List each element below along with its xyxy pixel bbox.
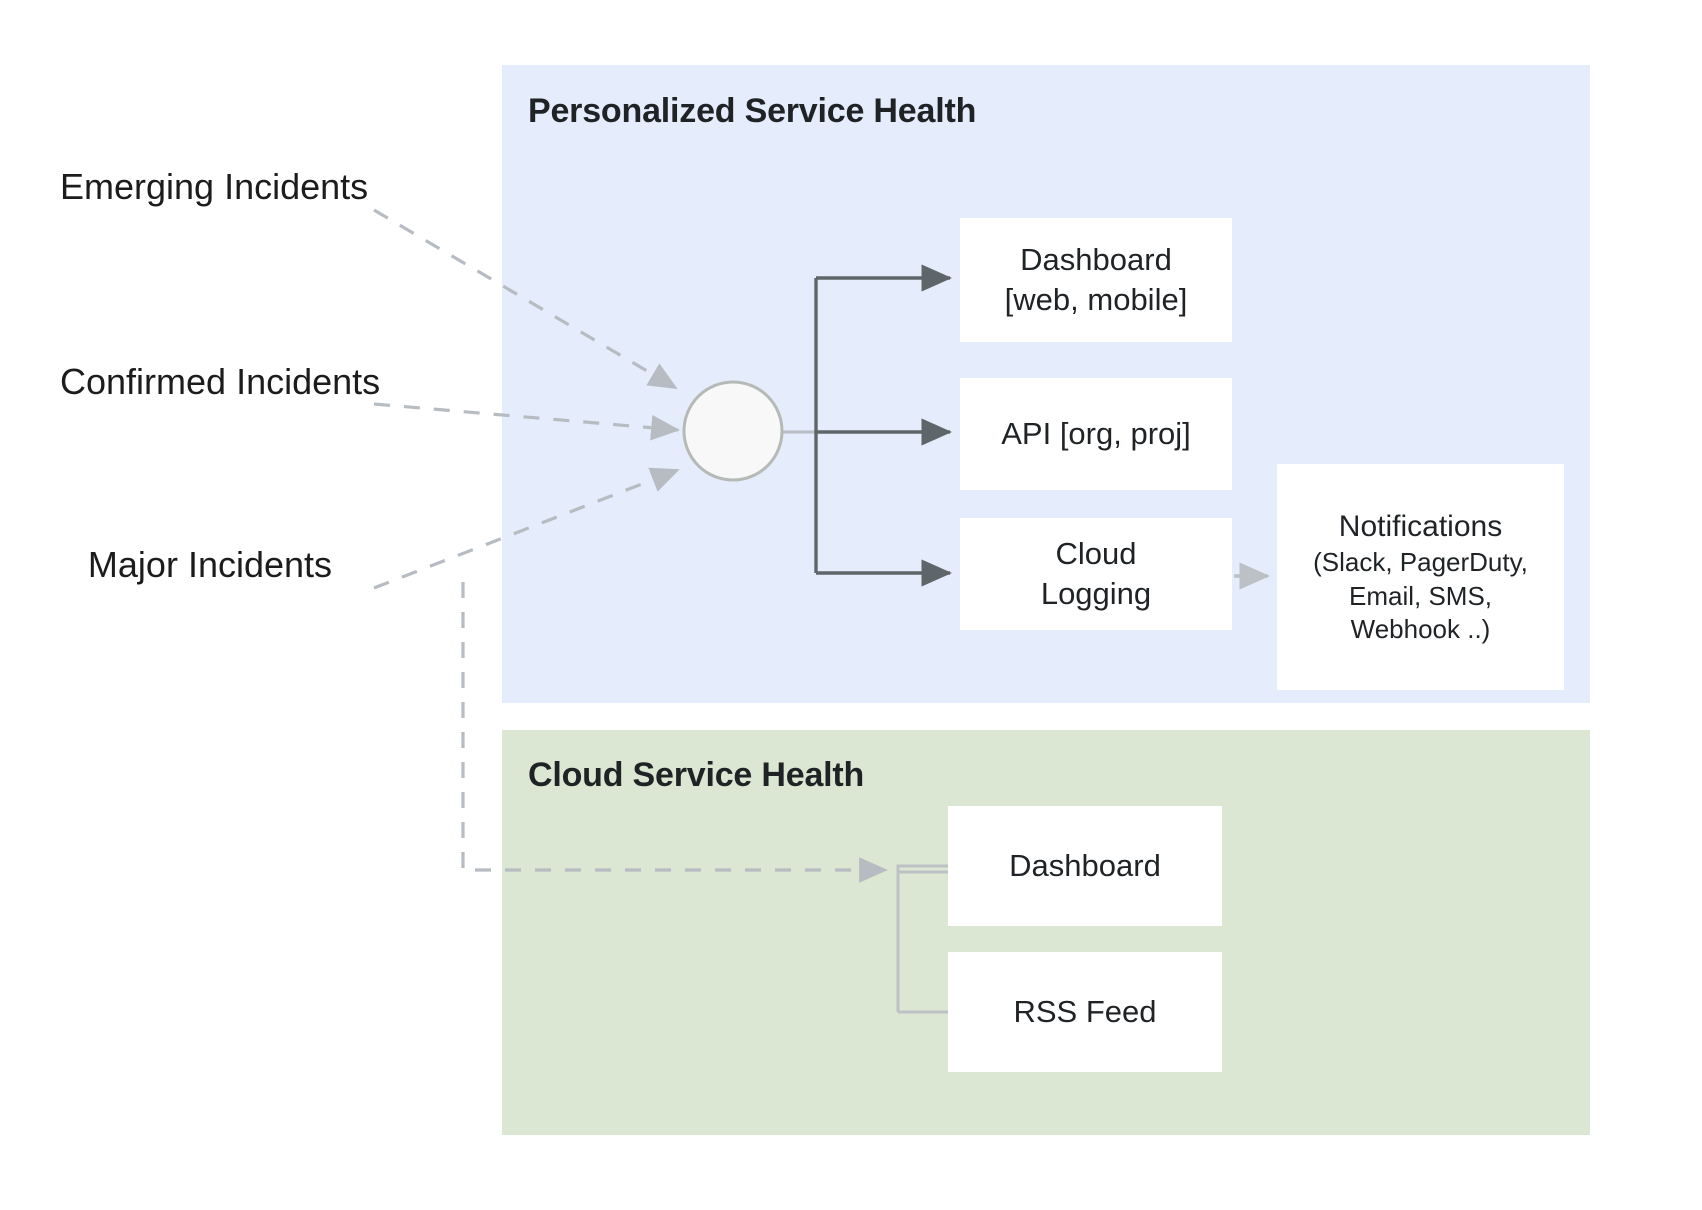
node-rss-feed[interactable]: RSS Feed [948,952,1222,1072]
input-label-emerging-line1: Emerging [60,166,215,207]
node-rss-feed-label: RSS Feed [1013,993,1157,1029]
input-label-confirmed-line2: Incidents [236,361,381,402]
panel-title-cloud: Cloud Service Health [528,756,865,794]
node-api-org-proj[interactable]: API [org, proj] [960,378,1232,490]
node-notifications[interactable]: Notifications (Slack, PagerDuty, Email, … [1277,464,1564,690]
node-cloud-logging-line2: Logging [1040,576,1152,611]
input-label-emerging-line2: Incidents [224,166,369,207]
node-dashboard-web-mobile-line2: [web, mobile] [1004,282,1188,317]
input-label-major-line2: Incidents [187,544,333,585]
node-notifications-sub2: Email, SMS, [1348,580,1493,611]
node-csh-dashboard[interactable]: Dashboard [948,806,1222,926]
node-dashboard-web-mobile-line1: Dashboard [1020,241,1172,277]
node-notifications-title: Notifications [1338,509,1503,543]
node-dashboard-web-mobile[interactable]: Dashboard [web, mobile] [960,218,1232,342]
input-label-emerging-incidents: Emerging Incidents [60,160,368,213]
node-notifications-sub3: Webhook ..) [1350,614,1491,645]
panel-cloud-service-health: Cloud Service Health [502,730,1590,1135]
input-label-major-line1: Major [87,544,178,585]
input-label-major-incidents: Major Incidents [60,538,360,591]
panel-title-personalized: Personalized Service Health [528,92,977,130]
node-notifications-sub1: (Slack, PagerDuty, [1313,546,1528,577]
input-label-confirmed-line1: Confirmed [60,361,227,402]
node-csh-dashboard-label: Dashboard [1009,847,1161,883]
node-cloud-logging[interactable]: Cloud Logging [960,518,1232,630]
node-api-org-proj-label: API [org, proj] [1001,415,1191,451]
node-cloud-logging-line1: Cloud [1055,535,1137,571]
input-label-confirmed-incidents: Confirmed Incidents [60,355,380,408]
